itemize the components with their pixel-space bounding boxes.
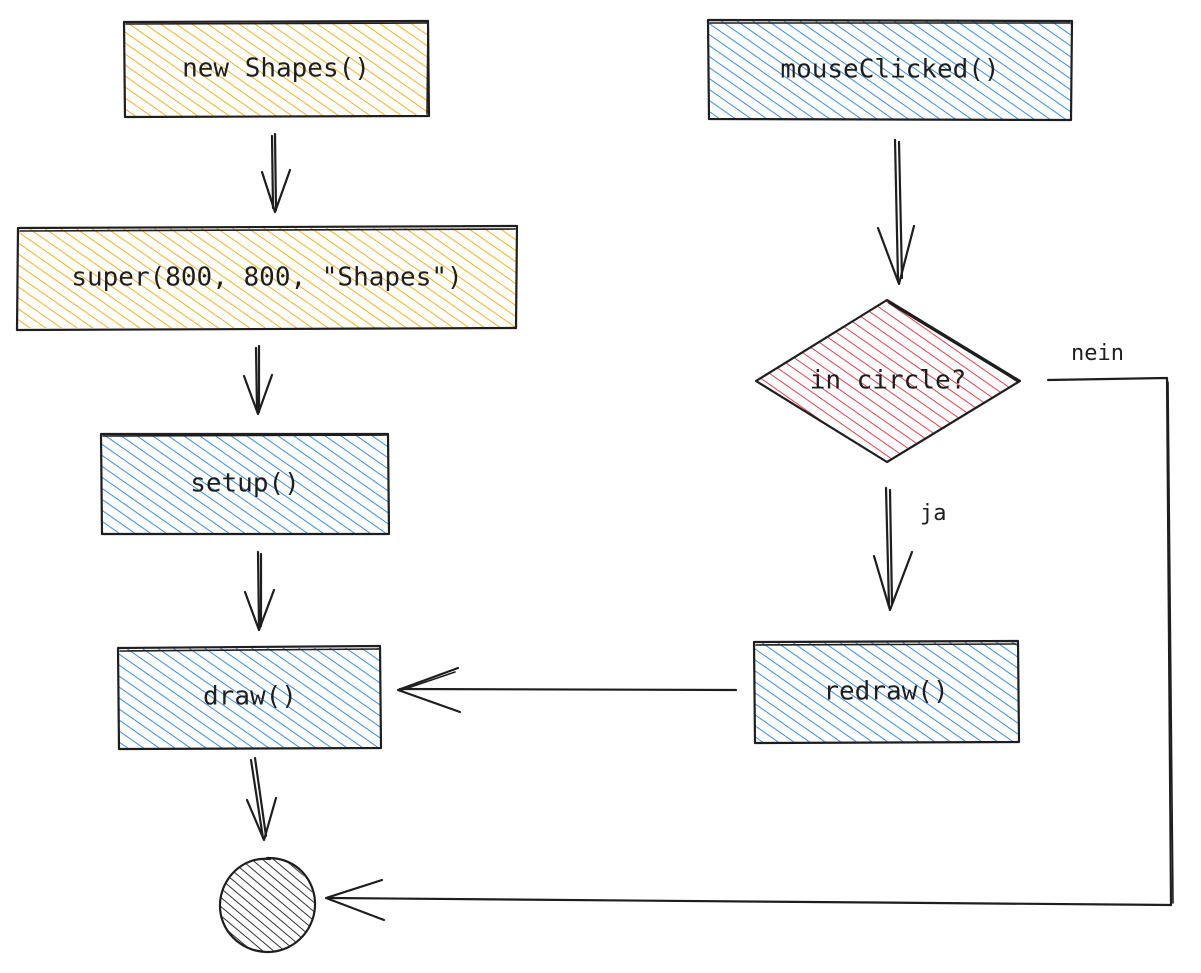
node-draw[interactable]: draw(): [116, 644, 383, 751]
node-in-circle[interactable]: in circle?: [754, 298, 1022, 464]
edge-label-ja: ja: [920, 501, 947, 526]
node-setup[interactable]: setup(): [99, 432, 391, 536]
node-draw-label: draw(): [203, 682, 297, 712]
node-setup-label: setup(): [190, 469, 300, 499]
node-super-call[interactable]: super(800, 800, "Shapes"): [15, 224, 519, 332]
edge-draw-to-end: [245, 756, 278, 842]
node-end: [218, 856, 317, 954]
node-mouse-clicked-label: mouseClicked(): [780, 55, 999, 85]
edge-redraw-to-draw: [396, 666, 738, 714]
edge-in-circle-to-end: [324, 376, 1174, 922]
node-mouse-clicked[interactable]: mouseClicked(): [706, 18, 1074, 122]
edge-super-to-setup: [242, 344, 274, 416]
node-redraw[interactable]: redraw(): [752, 639, 1021, 745]
node-redraw-label: redraw(): [823, 677, 948, 707]
edge-label-nein: nein: [1071, 341, 1124, 366]
node-new-shapes[interactable]: new Shapes(): [122, 19, 431, 119]
edge-mouse-clicked-to-in-circle: [876, 138, 916, 286]
edge-new-shapes-to-super: [260, 132, 292, 214]
edge-setup-to-draw: [243, 550, 276, 632]
edge-in-circle-to-redraw: [872, 486, 914, 612]
node-new-shapes-label: new Shapes(): [182, 54, 370, 84]
node-super-call-label: super(800, 800, "Shapes"): [71, 263, 462, 293]
node-in-circle-label: in circle?: [810, 366, 967, 396]
